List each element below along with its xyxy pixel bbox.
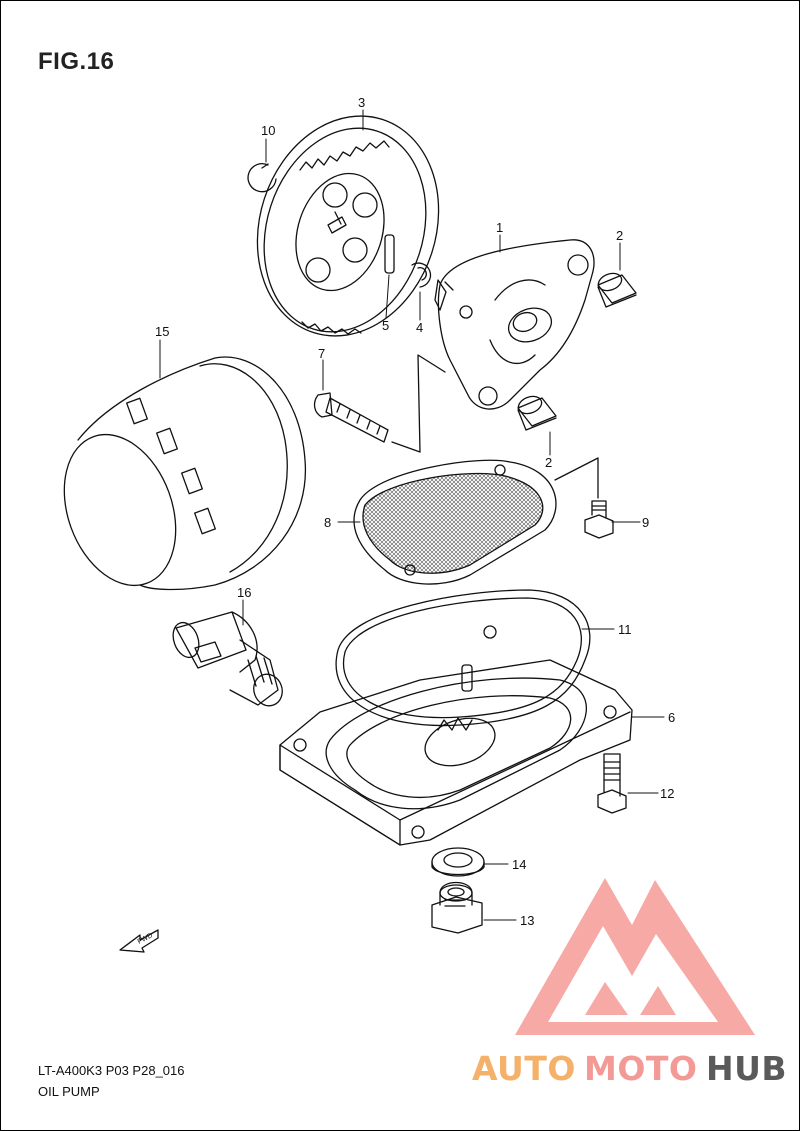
callout-2-upper: 2 xyxy=(616,228,623,243)
pressure-sensor xyxy=(172,611,283,707)
dowel-pin-lower xyxy=(517,395,557,431)
callout-10: 6 xyxy=(668,710,675,725)
oil-filter xyxy=(63,356,307,591)
callout-12: 12 xyxy=(660,786,674,801)
oil-strainer xyxy=(353,459,557,585)
callout-15: 15 xyxy=(155,324,169,339)
callout-14: 14 xyxy=(512,857,526,872)
callout-9: 9 xyxy=(642,515,649,530)
callout-8: 8 xyxy=(324,515,331,530)
dowel-pin-upper xyxy=(597,272,637,308)
watermark-text: AUTO MOTO HUB xyxy=(472,1049,787,1088)
o-ring-gasket xyxy=(335,589,591,727)
gasket-washer xyxy=(431,847,485,877)
callout-numbers: 3 10 1 2 5 4 15 7 2 8 9 16 11 6 12 14 13 xyxy=(155,95,675,928)
callout-4: 4 xyxy=(416,320,423,335)
pin xyxy=(384,234,395,274)
watermark-part3: HUB xyxy=(706,1049,787,1088)
bolt-guide-line xyxy=(391,354,446,453)
figure-title: FIG.16 xyxy=(38,48,115,75)
pump-body xyxy=(434,239,595,410)
fwd-arrow-icon xyxy=(119,929,159,953)
bolt-long xyxy=(313,392,389,443)
figure-name: OIL PUMP xyxy=(38,1084,100,1099)
watermark-logo-icon xyxy=(515,878,755,1035)
callout-3: 3 xyxy=(358,95,365,110)
driven-gear xyxy=(256,115,440,337)
circlip xyxy=(247,163,277,193)
drain-plug xyxy=(431,881,483,934)
oil-pan xyxy=(279,625,633,846)
bolt-medium xyxy=(597,753,627,814)
figure-code: LT-A400K3 P03 P28_016 xyxy=(38,1063,185,1078)
watermark-part1: AUTO xyxy=(472,1049,576,1088)
callout-11: 11 xyxy=(618,622,632,637)
small-bolt xyxy=(584,500,614,539)
callout-1: 1 xyxy=(496,220,503,235)
fwd-label: FWD xyxy=(137,932,154,946)
washer-clip xyxy=(411,262,432,288)
callout-2-lower: 2 xyxy=(545,455,552,470)
callout-6: 10 xyxy=(261,123,275,138)
callout-7: 7 xyxy=(318,346,325,361)
watermark-part2: MOTO xyxy=(584,1049,697,1088)
callout-5: 5 xyxy=(382,318,389,333)
callout-16: 16 xyxy=(237,585,251,600)
callout-13: 13 xyxy=(520,913,534,928)
small-bolt-guide-line xyxy=(554,457,599,499)
